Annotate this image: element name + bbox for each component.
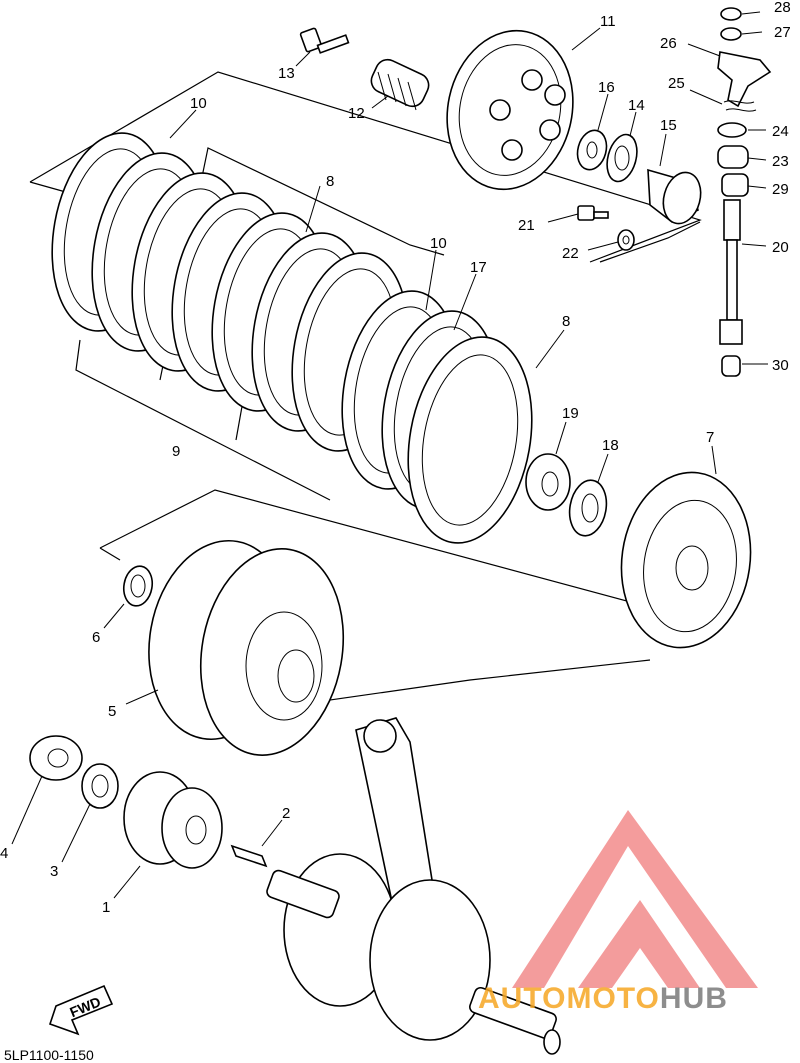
bolt-21: [577, 205, 609, 221]
callout-5: 5: [108, 703, 116, 720]
callout-3: 3: [50, 863, 58, 880]
callout-7: 7: [706, 429, 714, 446]
callout-6: 6: [92, 629, 100, 646]
circlip-6: [122, 565, 154, 607]
lock-washer-18: [568, 479, 608, 537]
spring-12: [370, 58, 430, 111]
callout-1: 1: [102, 899, 110, 916]
callout-30: 30: [772, 357, 789, 374]
callout-15: 15: [660, 117, 677, 134]
washer-22: [617, 229, 635, 251]
watermark-logo: [512, 810, 758, 988]
callout-13: 13: [278, 65, 295, 82]
callout-18: 18: [602, 437, 619, 454]
callout-11: 11: [600, 13, 616, 30]
nut-19: [525, 453, 571, 511]
callout-22: 22: [562, 245, 579, 262]
callout-20: 20: [772, 239, 789, 256]
watermark-text-part2: HUB: [660, 982, 728, 1015]
nut-4: [29, 735, 83, 781]
callout-23: 23: [772, 153, 789, 170]
callout-16: 16: [598, 79, 615, 96]
svg-text:AUTOMOTOHUB: AUTOMOTOHUB: [478, 982, 728, 1015]
fwd-arrow: FWD: [48, 984, 114, 1036]
callout-10-lower: 10: [430, 235, 447, 252]
clutch-plate-stack: [51, 132, 533, 544]
bearing-14: [606, 133, 638, 183]
callout-21: 21: [518, 217, 535, 234]
right-column-parts: [717, 7, 772, 377]
callout-8-upper: 8: [326, 173, 334, 190]
leader-lines: [11, 11, 768, 899]
callout-25: 25: [668, 75, 685, 92]
fwd-label: FWD: [67, 993, 103, 1020]
callout-labels: 28 27 26 11 13 12 25 10 16 14 15 24 23 2…: [0, 0, 791, 916]
callout-27: 27: [774, 24, 791, 41]
callout-17: 17: [470, 259, 487, 276]
callout-29: 29: [772, 181, 789, 198]
callout-28: 28: [774, 0, 791, 16]
callout-2: 2: [282, 805, 290, 822]
callout-26: 26: [660, 35, 677, 52]
callout-19: 19: [562, 405, 579, 422]
callout-9: 9: [172, 443, 180, 460]
clutch-housing-5: [148, 539, 345, 756]
bolt-13: [299, 27, 350, 54]
pressure-plate-11: [446, 29, 574, 191]
watermark-text-part1: AUTOMOTO: [478, 982, 660, 1015]
callout-4: 4: [0, 845, 8, 862]
callout-24: 24: [772, 123, 789, 140]
crankshaft: [266, 717, 561, 1055]
primary-drive-gear-1: [123, 771, 223, 869]
callout-14: 14: [628, 97, 645, 114]
lock-washer-3: [81, 763, 119, 809]
key-2: [230, 844, 268, 868]
diagram-code: 5LP1100-1150: [4, 1047, 94, 1063]
callout-8-lower: 8: [562, 313, 570, 330]
callout-12: 12: [348, 105, 365, 122]
callout-10-upper: 10: [190, 95, 207, 112]
washer-16: [576, 129, 608, 171]
push-piece-15: [647, 168, 702, 225]
primary-driven-gear-7: [620, 471, 752, 649]
watermark: AUTOMOTOHUB: [478, 810, 758, 1015]
